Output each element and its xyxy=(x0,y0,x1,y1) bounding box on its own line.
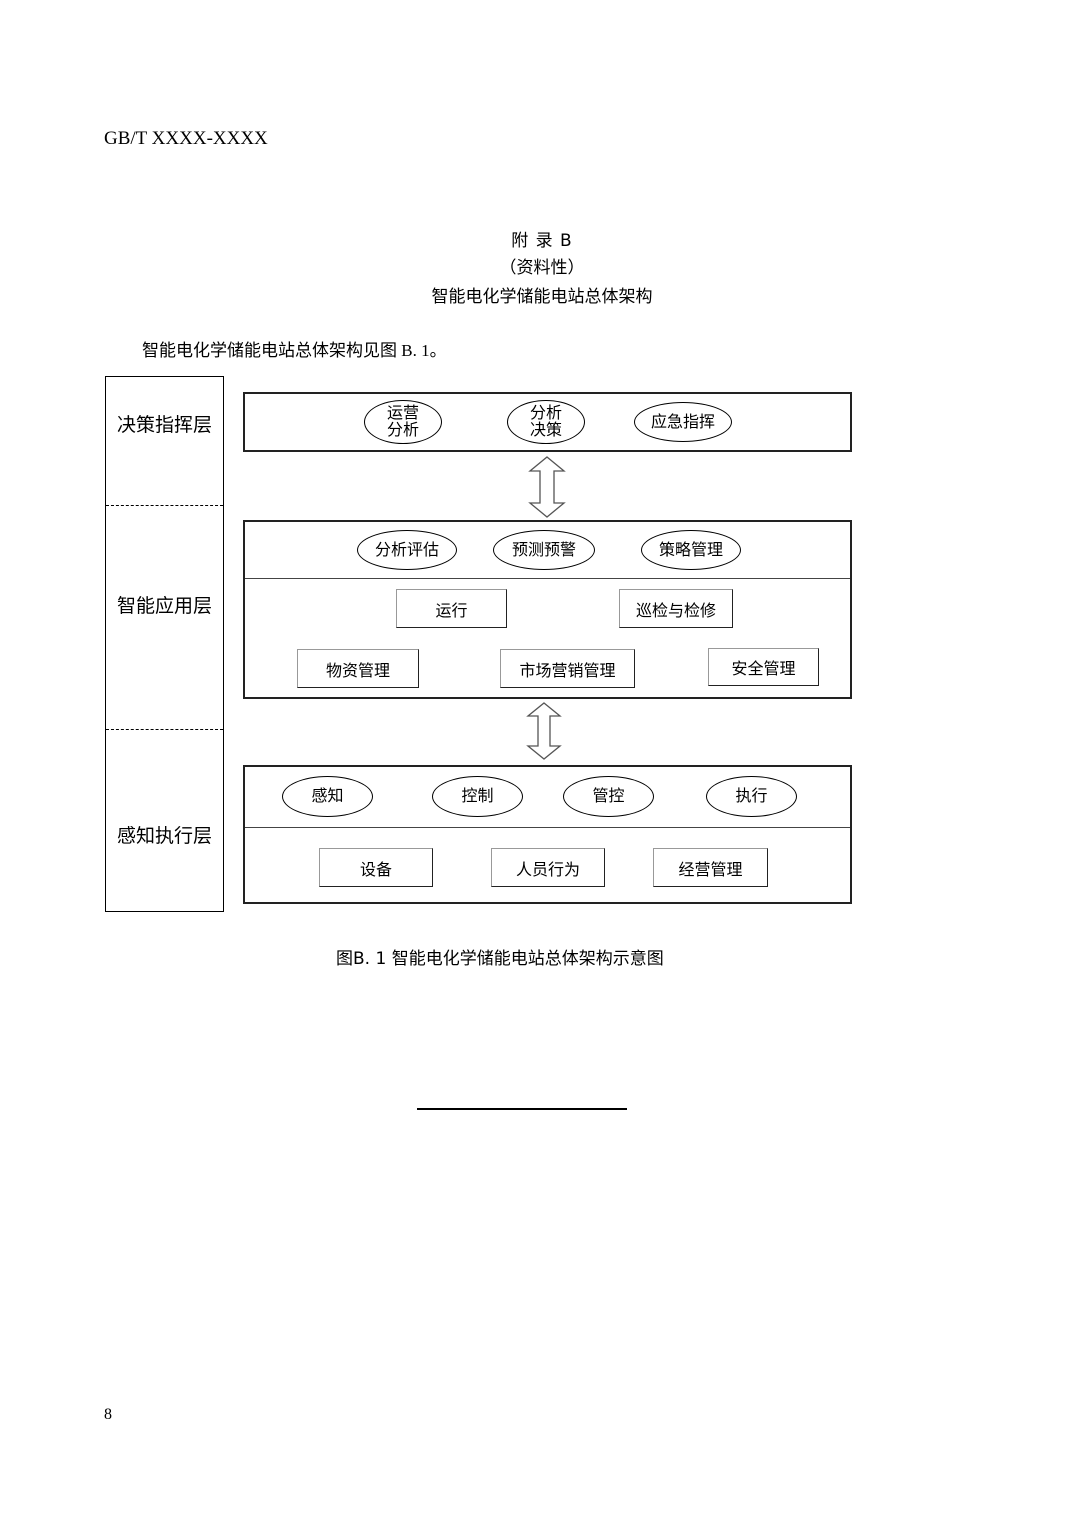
application-oval: 预测预警 xyxy=(493,530,595,570)
perception-box-label: 人员行为 xyxy=(515,861,580,879)
application-box-label: 巡检与检修 xyxy=(635,602,716,620)
application-box: 安全管理 xyxy=(708,648,819,686)
application-box-label: 物资管理 xyxy=(325,662,390,680)
decision-item-label: 应急指挥 xyxy=(650,413,715,431)
application-oval-label: 策略管理 xyxy=(658,541,723,559)
appendix-type: （资料性） xyxy=(499,258,585,278)
layer-label-perception: 感知执行层 xyxy=(116,825,212,847)
perception-oval-label: 控制 xyxy=(461,788,494,805)
perception-box: 经营管理 xyxy=(653,848,768,887)
double-arrow-icon xyxy=(528,456,566,518)
perception-box: 人员行为 xyxy=(491,848,605,887)
architecture-diagram: 决策指挥层 智能应用层 感知执行层 运营分析 分析决策 应急指挥 分析评估 预测… xyxy=(105,376,852,912)
layer-column xyxy=(105,376,224,912)
panel-divider xyxy=(245,578,850,579)
application-box: 市场营销管理 xyxy=(500,649,635,688)
application-box-label: 市场营销管理 xyxy=(519,662,616,680)
perception-box: 设备 xyxy=(319,848,433,887)
perception-oval: 感知 xyxy=(282,776,373,817)
layer-label-application: 智能应用层 xyxy=(116,595,212,617)
standard-code: GB/T XXXX-XXXX xyxy=(104,128,268,149)
application-box-label: 运行 xyxy=(435,602,468,620)
perception-oval: 执行 xyxy=(706,776,797,817)
figure-caption: 图B. 1 智能电化学储能电站总体架构示意图 xyxy=(336,949,664,969)
application-box: 巡检与检修 xyxy=(619,589,733,628)
perception-oval: 管控 xyxy=(563,776,654,817)
decision-item-label: 运营分析 xyxy=(386,405,419,439)
decision-item: 运营分析 xyxy=(364,400,442,444)
decision-item: 应急指挥 xyxy=(634,402,732,442)
appendix-title: 附 录 B xyxy=(511,231,573,251)
perception-box-label: 经营管理 xyxy=(678,861,743,879)
application-box: 物资管理 xyxy=(297,649,419,688)
application-box-label: 安全管理 xyxy=(731,661,796,678)
application-oval-label: 预测预警 xyxy=(511,541,576,559)
page-number: 8 xyxy=(104,1406,112,1423)
perception-oval-label: 管控 xyxy=(592,788,625,805)
decision-layer-panel xyxy=(243,392,852,452)
perception-layer-panel xyxy=(243,765,852,904)
double-arrow-icon xyxy=(526,702,562,760)
application-oval-label: 分析评估 xyxy=(374,541,439,559)
application-layer-panel xyxy=(243,520,852,699)
appendix-heading: 智能电化学储能电站总体架构 xyxy=(431,287,653,307)
intro-paragraph: 智能电化学储能电站总体架构见图 B. 1。 xyxy=(142,341,447,360)
application-oval: 策略管理 xyxy=(641,530,741,570)
end-rule xyxy=(417,1108,627,1110)
perception-oval: 控制 xyxy=(432,776,523,817)
decision-item-label: 分析决策 xyxy=(529,405,562,439)
perception-box-label: 设备 xyxy=(359,861,392,879)
layer-divider xyxy=(106,729,223,730)
layer-divider xyxy=(106,505,223,506)
layer-label-decision: 决策指挥层 xyxy=(116,414,212,436)
application-box: 运行 xyxy=(396,589,507,628)
perception-oval-label: 感知 xyxy=(311,788,344,805)
application-oval: 分析评估 xyxy=(357,530,457,570)
perception-oval-label: 执行 xyxy=(735,788,768,805)
panel-divider xyxy=(245,827,850,828)
decision-item: 分析决策 xyxy=(507,400,585,444)
